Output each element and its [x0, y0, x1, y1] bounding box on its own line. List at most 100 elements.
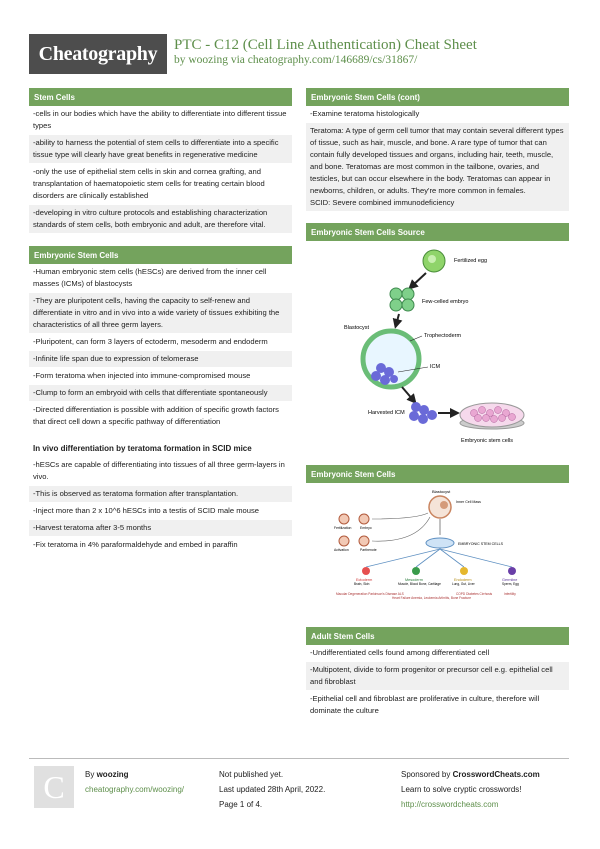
arrow-icon: [415, 548, 441, 568]
label-mesoderm: Mesoderm: [405, 578, 423, 582]
section-title: Embryonic Stem Cells (cont): [306, 88, 569, 106]
footer-sponsor-url[interactable]: http://crosswordcheats.com: [401, 800, 499, 809]
embryo-cell-icon: [358, 513, 370, 525]
stem-cells-section: Stem Cells -cells in our bodies which ha…: [29, 88, 292, 234]
sheet-url-link[interactable]: cheatography.com/146689/cs/31867/: [247, 54, 418, 66]
section-title: Embryonic Stem Cells: [306, 465, 569, 483]
esc-colony-icon: [470, 406, 516, 423]
list-item: -Human embryonic stem cells (hESCs) are …: [29, 264, 292, 293]
footer-author-block: By woozing cheatography.com/woozing/: [85, 767, 184, 797]
activation-cell-icon: [338, 535, 350, 547]
icm-cluster-icon: [371, 363, 398, 385]
list-item: -Inject more than 2 x 10^6 hESCs into a …: [29, 503, 292, 520]
footer-sponsor-tagline: Learn to solve cryptic crosswords!: [401, 785, 522, 794]
list-item: -Directed differentiation is possible wi…: [29, 402, 292, 431]
footer-sponsor-name[interactable]: CrosswordCheats.com: [452, 770, 540, 779]
section-title: Embryonic Stem Cells: [29, 246, 292, 264]
esc-dish-icon: [425, 537, 455, 549]
footer-sponsor-block: Sponsored by CrosswordCheats.com Learn t…: [401, 767, 540, 812]
teratoma-term: Teratoma: [310, 126, 342, 135]
section-title: Stem Cells: [29, 88, 292, 106]
arrow-icon: [401, 386, 417, 405]
scid-text: : Severe combined immunodeficiency: [328, 198, 455, 207]
label-ectoderm-sub: Brain, Skin: [354, 582, 370, 586]
esc-source-section: Embryonic Stem Cells Source Fertilized e…: [306, 223, 569, 453]
label-germline: Germline: [502, 578, 517, 582]
adult-stem-cells-section: Adult Stem Cells -Undifferentiated cells…: [306, 627, 569, 720]
list-item: -developing in vitro culture protocols a…: [29, 205, 292, 234]
label-disease-2: Heart Failure Anemia, Leukemia Arthritis…: [392, 596, 471, 600]
germline-icon: [508, 567, 516, 575]
label-blastocyst: Blastocyst: [432, 489, 451, 494]
ectoderm-icon: [362, 567, 370, 575]
list-item: -ability to harness the potential of ste…: [29, 135, 292, 164]
list-item: -Epithelial cell and fibroblast are prol…: [306, 691, 569, 720]
list-item: -cells in our bodies which have the abil…: [29, 106, 292, 135]
label-mesoderm-sub: Muscle, Blood Bone, Cartilage: [398, 582, 441, 586]
arrow-icon: [392, 313, 403, 329]
cheatography-footer-logo[interactable]: C: [34, 766, 74, 808]
esc-source-diagram: Fertilized egg Few-celled embryo Blastoc…: [344, 249, 525, 444]
footer-author-url[interactable]: cheatography.com/woozing/: [85, 785, 185, 794]
label-disease-1: Macular Degeneration Parkinson's Disease…: [336, 592, 404, 596]
pointer-line: [409, 335, 423, 342]
blastocyst-icon: [428, 495, 452, 519]
few-celled-embryo-icon: [389, 287, 415, 312]
byline-via: via: [230, 54, 245, 66]
list-item: -This is observed as teratoma formation …: [29, 486, 292, 503]
section-title: Adult Stem Cells: [306, 627, 569, 645]
section-title: Embryonic Stem Cells Source: [306, 223, 569, 241]
author-link[interactable]: woozing: [188, 54, 228, 66]
label-few-celled: Few-celled embryo: [422, 299, 468, 305]
footer-sponsor-pre: Sponsored by: [401, 770, 451, 779]
subsection-title: In vivo differentiation by teratoma form…: [33, 444, 252, 453]
footer-published: Not published yet.: [219, 770, 284, 779]
label-egg: Fertilized egg: [454, 258, 487, 264]
list-item: -They are pluripotent cells, having the …: [29, 293, 292, 334]
list-item: -Multipotent, divide to form progenitor …: [306, 662, 569, 691]
label-esc: Embryonic stem cells: [461, 438, 513, 444]
byline: by woozing via cheatography.com/146689/c…: [174, 54, 417, 66]
label-endoderm: Endoderm: [454, 578, 472, 582]
label-embryo: Embryo: [360, 526, 372, 530]
footer-by: By: [85, 770, 95, 779]
list-item: -Harvest teratoma after 3-5 months: [29, 520, 292, 537]
endoderm-icon: [460, 567, 468, 575]
label-disease-3: COPD Diabetes Cirrhosis: [456, 592, 493, 596]
label-harvested-icm: Harvested ICM: [368, 410, 405, 416]
esc-diagram-section: Embryonic Stem Cells Blastocyst Inner Ce…: [306, 465, 569, 615]
label-esc: EMBRYONIC STEM CELLS: [458, 542, 504, 546]
footer-author[interactable]: woozing: [96, 770, 129, 779]
left-column: Stem Cells -cells in our bodies which ha…: [29, 88, 292, 566]
arrow-icon: [365, 548, 441, 568]
esc-differentiation-diagram: Blastocyst Inner Cell Mass Fertilization…: [334, 489, 519, 600]
label-activation: Activation: [334, 548, 349, 552]
page-header: Cheatography PTC - C12 (Cell Line Authen…: [29, 34, 569, 74]
list-item: -Undifferentiated cells found among diff…: [306, 645, 569, 662]
label-disease-4: Infertility: [504, 592, 516, 596]
teratoma-definition: Teratoma: A type of germ cell tumor that…: [306, 123, 569, 211]
list-item: -Form teratoma when injected into immune…: [29, 368, 292, 385]
list-item: -Fix teratoma in 4% paraformaldehyde and…: [29, 537, 292, 554]
label-blastocyst: Blastocyst: [344, 325, 370, 331]
list-item: -Pluripotent, can form 3 layers of ectod…: [29, 334, 292, 351]
mesoderm-icon: [412, 567, 420, 575]
page-title: PTC - C12 (Cell Line Authentication) Che…: [174, 37, 477, 53]
cheatography-logo[interactable]: Cheatography: [29, 34, 167, 74]
page-footer: C By woozing cheatography.com/woozing/ N…: [29, 758, 569, 809]
arrow-icon: [371, 516, 431, 542]
label-endoderm-sub: Lung, Gut, Liver: [452, 582, 476, 586]
label-trophectoderm: Trophectoderm: [424, 333, 462, 339]
arrow-icon: [371, 512, 429, 520]
pointer-line: [397, 366, 429, 373]
list-item: -only the use of epithelial stem cells i…: [29, 164, 292, 205]
footer-page: Page 1 of 4.: [219, 800, 263, 809]
inner-cell-mass-icon: [440, 501, 448, 509]
list-item: -Clump to form an embryoid with cells th…: [29, 385, 292, 402]
esc-source-figure: Fertilized egg Few-celled embryo Blastoc…: [306, 241, 569, 453]
list-item: -Examine teratoma histologically: [306, 106, 569, 123]
footer-updated: Last updated 28th April, 2022.: [219, 785, 326, 794]
label-icm: ICM: [430, 364, 441, 370]
label-parthenote: Parthenote: [360, 548, 377, 552]
embryonic-stem-cells-section: Embryonic Stem Cells -Human embryonic st…: [29, 246, 292, 554]
